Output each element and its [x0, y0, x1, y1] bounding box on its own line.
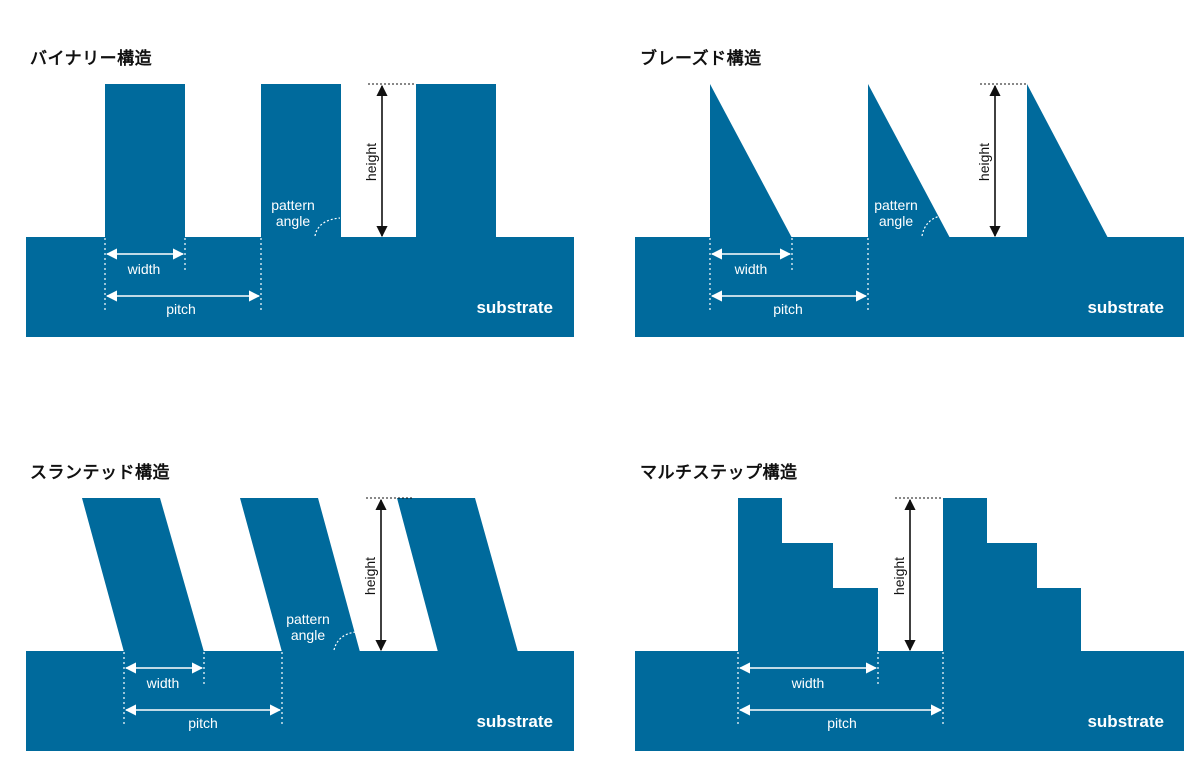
blazed-width-label: width — [734, 261, 768, 277]
slanted-pitch-label: pitch — [188, 715, 218, 731]
multistep-width-label: width — [791, 675, 825, 691]
blazed-ridge-1 — [710, 84, 792, 238]
blazed-height-label: height — [976, 143, 992, 181]
binary-panel-title: バイナリー構造 — [30, 49, 153, 69]
blazed-angle-label: angle — [879, 213, 913, 229]
binary-height-label: height — [363, 143, 379, 181]
blazed-pitch-label: pitch — [773, 301, 803, 317]
binary-angle-arc — [314, 217, 341, 237]
slanted-ridge-3 — [397, 498, 518, 652]
blazed-panel: width pitch height pattern angle substra… — [635, 83, 1184, 337]
slanted-substrate — [26, 651, 574, 751]
blazed-ridge-3 — [1027, 84, 1108, 238]
binary-width-label: width — [127, 261, 161, 277]
slanted-panel-title: スランテッド構造 — [30, 463, 170, 483]
blazed-ridge-2 — [868, 84, 950, 238]
multistep-height-label: height — [891, 557, 907, 595]
multistep-substrate — [635, 651, 1184, 751]
binary-substrate-label: substrate — [476, 298, 553, 317]
slanted-height-label: height — [362, 557, 378, 595]
blazed-substrate — [635, 237, 1184, 337]
slanted-substrate-label: substrate — [476, 712, 553, 731]
binary-substrate — [26, 237, 574, 337]
slanted-ridge-2 — [240, 498, 360, 652]
binary-pitch-label: pitch — [166, 301, 196, 317]
binary-ridge-2 — [261, 84, 341, 238]
multistep-pitch-label: pitch — [827, 715, 857, 731]
multistep-ridge-2 — [943, 498, 1081, 652]
blazed-pattern-label: pattern — [874, 197, 918, 213]
blazed-substrate-label: substrate — [1087, 298, 1164, 317]
blazed-panel-title: ブレーズド構造 — [640, 49, 762, 69]
slanted-angle-label: angle — [291, 627, 325, 643]
multistep-ridge-1 — [738, 498, 878, 652]
slanted-width-label: width — [146, 675, 180, 691]
multistep-panel: width pitch height substrate — [635, 497, 1184, 751]
binary-panel: width pitch height pattern angle substra… — [26, 83, 574, 337]
slanted-ridge-1 — [82, 498, 204, 652]
binary-ridge-1 — [105, 84, 185, 238]
slanted-panel: width pitch height pattern angle substra… — [26, 497, 574, 751]
multistep-panel-title: マルチステップ構造 — [640, 463, 798, 483]
binary-angle-label: angle — [276, 213, 310, 229]
multistep-substrate-label: substrate — [1087, 712, 1164, 731]
binary-pattern-label: pattern — [271, 197, 315, 213]
slanted-pattern-label: pattern — [286, 611, 330, 627]
binary-ridge-3 — [416, 84, 496, 238]
